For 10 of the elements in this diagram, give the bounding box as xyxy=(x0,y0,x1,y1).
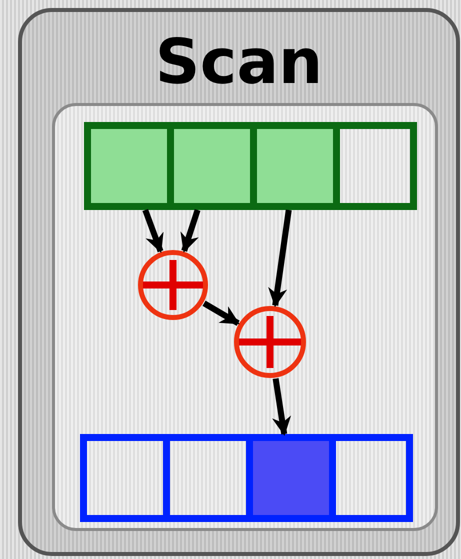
arrow xyxy=(180,209,200,253)
arrow xyxy=(268,210,292,308)
title: Scan xyxy=(154,26,324,98)
arrow xyxy=(202,300,240,326)
inner-panel xyxy=(52,103,438,531)
scan-panel xyxy=(18,8,460,556)
adder-symbol xyxy=(234,306,306,378)
arrow xyxy=(142,208,164,254)
adder-symbol xyxy=(138,250,208,320)
arrow xyxy=(272,378,292,436)
